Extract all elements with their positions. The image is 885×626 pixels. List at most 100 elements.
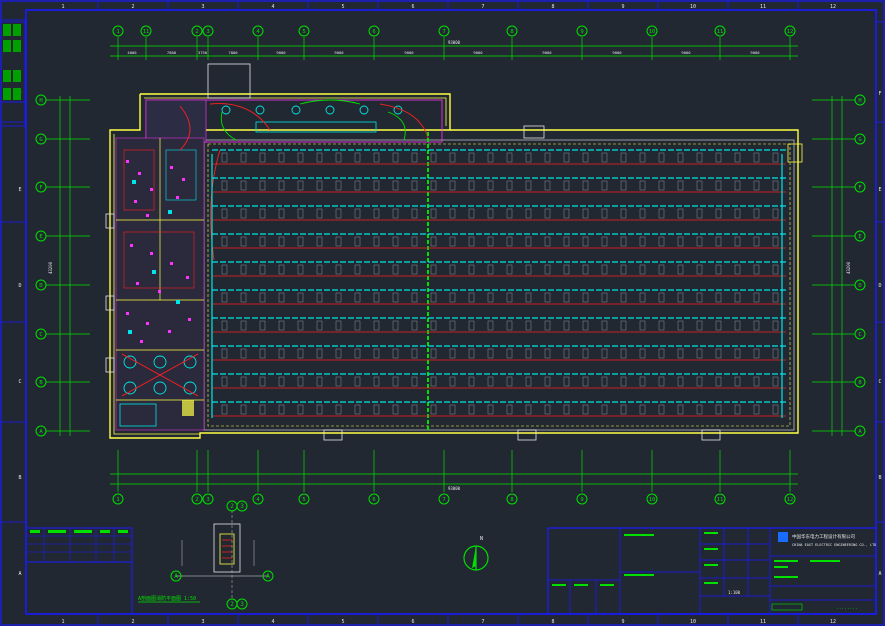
frame-tick-bottom: 2 bbox=[131, 619, 134, 625]
axis-bubble-right: E bbox=[858, 234, 861, 240]
frame-tick-top: 3 bbox=[201, 4, 204, 10]
axis-bubble-top: 1 bbox=[116, 29, 119, 35]
axis-bubble-bottom: 4 bbox=[256, 497, 260, 503]
frame-tick-bottom: 1 bbox=[61, 619, 64, 625]
axis-bubble-right: C bbox=[858, 332, 861, 338]
frame-tick-top: 1 bbox=[61, 4, 64, 10]
axis-bubble-left: A bbox=[39, 429, 43, 435]
axis-bubble-top: 6 bbox=[372, 29, 375, 35]
frame-tick-top: 11 bbox=[760, 4, 766, 10]
axis-bubble-bottom: 2 bbox=[195, 497, 198, 503]
frame-tick-top: 7 bbox=[481, 4, 484, 10]
axis-bubble-left: B bbox=[39, 380, 43, 386]
corner-stamp bbox=[0, 19, 26, 127]
dim-top-segment: 9000 bbox=[542, 50, 552, 55]
svg-text:N: N bbox=[480, 536, 483, 542]
frame-tick-top: 6 bbox=[411, 4, 414, 10]
section-mark-6: 3 bbox=[240, 601, 244, 608]
dim-top-segment: 9000 bbox=[750, 50, 760, 55]
axis-bubble-bottom: 6 bbox=[372, 497, 375, 503]
dim-top-total: 93000 bbox=[448, 40, 461, 45]
frame-tick-right: E bbox=[878, 187, 881, 193]
dim-top-segment: 9000 bbox=[612, 50, 622, 55]
frame-tick-bottom: 9 bbox=[621, 619, 624, 625]
axis-bubble-top: 4 bbox=[256, 29, 260, 35]
frame-tick-top: 2 bbox=[131, 4, 134, 10]
dim-top-segment: 9000 bbox=[681, 50, 691, 55]
revision-table bbox=[25, 527, 133, 615]
frame-tick-bottom: 5 bbox=[341, 619, 344, 625]
section-mark-2: 3 bbox=[240, 503, 244, 510]
axis-bubble-left: E bbox=[39, 234, 42, 240]
frame-tick-top: 10 bbox=[690, 4, 696, 10]
frame-tick-bottom: 11 bbox=[760, 619, 766, 625]
company-name-en: CHINA EAST ELECTRIC ENGINEERING CO., LTD bbox=[792, 543, 876, 547]
dim-right-total: 43200 bbox=[846, 261, 851, 274]
frame-tick-bottom: 4 bbox=[271, 619, 274, 625]
dim-top-segment: 4000 bbox=[127, 50, 137, 55]
axis-bubble-top: 10 bbox=[649, 29, 656, 35]
axis-bubble-left: D bbox=[39, 283, 42, 289]
axis-bubble-top: 11 bbox=[717, 29, 724, 35]
frame-tick-top: 12 bbox=[830, 4, 836, 10]
axis-bubble-bottom: 11 bbox=[717, 497, 724, 503]
frame-tick-right: B bbox=[878, 475, 881, 481]
frame-tick-top: 9 bbox=[621, 4, 624, 10]
axis-bubble-bottom: 1 bbox=[116, 497, 119, 503]
axis-bubble-top: 11 bbox=[143, 29, 150, 35]
north-arrow-icon: N bbox=[463, 536, 489, 571]
dim-top-segment: 7800 bbox=[228, 50, 238, 55]
section-mark-1: 2 bbox=[230, 503, 234, 510]
dim-top-segment: 9000 bbox=[334, 50, 344, 55]
frame-tick-top: 8 bbox=[551, 4, 554, 10]
axis-bubble-top: 9 bbox=[580, 29, 583, 35]
section-detail: 2 3 A A 2 3 A剖面图消防平面图 1:50 bbox=[138, 500, 274, 610]
axis-bubble-top: 12 bbox=[787, 29, 794, 35]
frame-tick-bottom: 12 bbox=[830, 619, 836, 625]
dim-top-segment: 7800 bbox=[167, 50, 177, 55]
axis-bubble-left: G bbox=[39, 137, 42, 143]
inner-frame bbox=[25, 9, 877, 615]
axis-bubble-top: 8 bbox=[510, 29, 513, 35]
frame-tick-bottom: 6 bbox=[411, 619, 414, 625]
axis-bubble-top: 7 bbox=[442, 29, 445, 35]
section-mark-5: 2 bbox=[230, 601, 234, 608]
frame-tick-bottom: 8 bbox=[551, 619, 554, 625]
warehouse-lighting-layout bbox=[211, 149, 786, 418]
axis-bubble-left: H bbox=[39, 98, 42, 104]
frame-tick-left: C bbox=[18, 379, 21, 385]
axis-bubble-bottom: 5 bbox=[302, 497, 305, 503]
axis-bubble-bottom: 12 bbox=[787, 497, 794, 503]
frame-tick-bottom: 10 bbox=[690, 619, 696, 625]
frame-tick-left: D bbox=[18, 283, 21, 289]
section-mark-4: A bbox=[266, 573, 270, 580]
axis-bubble-bottom: 9 bbox=[580, 497, 583, 503]
axis-bubble-bottom: 8 bbox=[510, 497, 513, 503]
axis-bubble-bottom: 3 bbox=[206, 497, 209, 503]
dim-left-total: 43200 bbox=[48, 261, 53, 274]
axis-bubble-right: G bbox=[858, 137, 861, 143]
frame-tick-right: D bbox=[878, 283, 881, 289]
axis-bubble-top: 5 bbox=[302, 29, 305, 35]
frame-tick-right: A bbox=[878, 571, 881, 577]
axis-bubble-left: F bbox=[39, 185, 42, 191]
office-detail bbox=[126, 160, 191, 343]
frame-tick-top: 4 bbox=[271, 4, 274, 10]
dim-bottom-total: 93000 bbox=[448, 486, 461, 491]
title-block: 中国华东电力工程设计有限公司 CHINA EAST ELECTRIC ENGIN… bbox=[547, 527, 877, 615]
dim-top-segment: 9000 bbox=[473, 50, 483, 55]
frame-tick-left: A bbox=[18, 571, 21, 577]
frame-tick-left: E bbox=[18, 187, 21, 193]
dim-top-segment: 9000 bbox=[276, 50, 286, 55]
axis-bubble-bottom: 10 bbox=[649, 497, 656, 503]
frame-tick-right: F bbox=[878, 91, 881, 97]
axis-bubble-bottom: 7 bbox=[442, 497, 445, 503]
dim-top-segment: 3750 bbox=[198, 50, 208, 55]
company-name-cn: 中国华东电力工程设计有限公司 bbox=[792, 533, 855, 540]
frame-tick-bottom: 7 bbox=[481, 619, 484, 625]
axis-bubble-right: B bbox=[858, 380, 862, 386]
